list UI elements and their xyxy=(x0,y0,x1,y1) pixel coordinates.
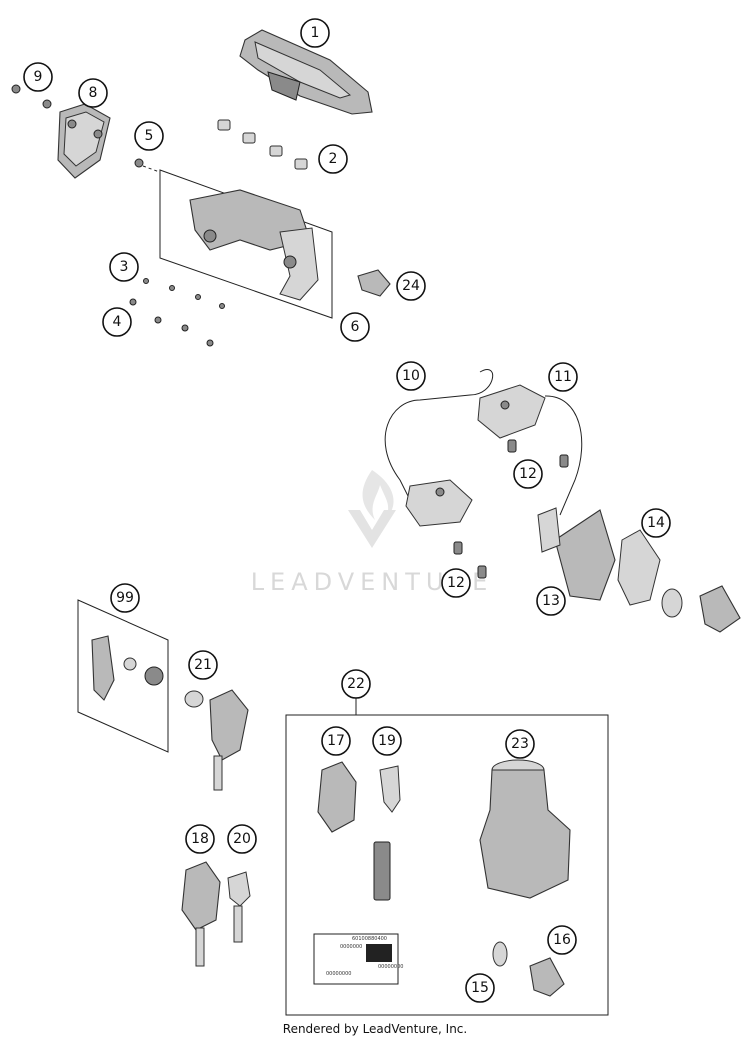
part-ring-and-cylinder xyxy=(661,585,741,633)
svg-text:23: 23 xyxy=(511,736,529,752)
callout-20: 20 xyxy=(227,824,257,854)
callout-4: 4 xyxy=(102,307,132,337)
svg-text:15: 15 xyxy=(471,980,489,996)
part-8-bracket xyxy=(57,103,111,179)
svg-text:19: 19 xyxy=(378,733,396,749)
callout-12-upper: 12 xyxy=(513,459,543,489)
svg-text:17: 17 xyxy=(327,733,345,749)
part-10-cable-assembly xyxy=(384,369,494,527)
callout-1: 1 xyxy=(300,18,330,48)
callout-13: 13 xyxy=(536,586,566,616)
callout-11: 11 xyxy=(548,362,578,392)
callout-6: 6 xyxy=(340,312,370,342)
part-24-connector xyxy=(357,269,391,297)
callout-16: 16 xyxy=(547,925,577,955)
callout-8: 8 xyxy=(78,78,108,108)
part-barcode-label: 60100880400 0000000 00000000 00000000 xyxy=(313,933,403,985)
part-4-screws xyxy=(129,298,214,347)
svg-text:18: 18 xyxy=(191,831,209,847)
part-20-key-blank xyxy=(227,871,251,943)
callout-5: 5 xyxy=(134,121,164,151)
callout-24: 24 xyxy=(396,271,426,301)
svg-text:24: 24 xyxy=(402,278,420,294)
label-top-text: 60100880400 xyxy=(352,936,387,942)
svg-text:9: 9 xyxy=(34,69,43,85)
part-1-instrument-cluster xyxy=(239,29,373,115)
part-9-nuts xyxy=(11,84,52,109)
label-code-text: 00000000 xyxy=(378,964,403,970)
part-99-key-set-panel xyxy=(77,599,169,753)
part-19-key-blanks xyxy=(373,765,401,901)
part-6-holder-panel xyxy=(159,169,333,319)
svg-text:4: 4 xyxy=(113,314,122,330)
svg-text:5: 5 xyxy=(145,128,154,144)
part-2-clips xyxy=(217,119,308,170)
svg-text:21: 21 xyxy=(194,657,212,673)
svg-text:16: 16 xyxy=(553,932,571,948)
callout-10: 10 xyxy=(396,361,426,391)
callout-15: 15 xyxy=(465,973,495,1003)
callout-21: 21 xyxy=(188,650,218,680)
callout-2: 2 xyxy=(318,144,348,174)
callout-9: 9 xyxy=(23,62,53,92)
svg-text:8: 8 xyxy=(89,85,98,101)
callout-14: 14 xyxy=(641,508,671,538)
part-15-ring xyxy=(492,941,508,967)
part-23-ignition-lock xyxy=(479,759,571,899)
footer-credit: Rendered by LeadVenture, Inc. xyxy=(282,1022,468,1036)
callout-19: 19 xyxy=(372,726,402,756)
part-3-screws xyxy=(143,278,225,309)
svg-text:12: 12 xyxy=(447,575,465,591)
svg-text:20: 20 xyxy=(233,831,251,847)
svg-text:1: 1 xyxy=(311,25,320,41)
svg-text:14: 14 xyxy=(647,515,665,531)
svg-text:99: 99 xyxy=(116,590,134,606)
svg-text:12: 12 xyxy=(519,466,537,482)
part-13-connector-housing xyxy=(537,507,616,601)
callout-17: 17 xyxy=(321,726,351,756)
part-16-cylinder xyxy=(529,957,565,997)
callout-3: 3 xyxy=(109,252,139,282)
svg-text:13: 13 xyxy=(542,593,560,609)
callout-23: 23 xyxy=(505,729,535,759)
svg-text:22: 22 xyxy=(347,676,365,692)
svg-text:2: 2 xyxy=(329,151,338,167)
callout-22: 22 xyxy=(341,669,371,699)
callout-99: 99 xyxy=(110,583,140,613)
part-18-key xyxy=(181,861,221,967)
callout-12-lower: 12 xyxy=(441,568,471,598)
svg-text:3: 3 xyxy=(120,259,129,275)
callout-18: 18 xyxy=(185,824,215,854)
part-21-key xyxy=(184,689,249,791)
label-mid-text: 0000000 xyxy=(340,944,362,950)
svg-text:6: 6 xyxy=(351,319,360,335)
part-14-cover xyxy=(617,529,661,606)
label-left-text: 00000000 xyxy=(326,971,351,977)
part-11-cable-assembly xyxy=(477,384,583,516)
part-17-key-housing xyxy=(317,761,357,833)
part-12-bolts xyxy=(453,439,569,579)
svg-text:10: 10 xyxy=(402,368,420,384)
svg-text:11: 11 xyxy=(554,369,572,385)
